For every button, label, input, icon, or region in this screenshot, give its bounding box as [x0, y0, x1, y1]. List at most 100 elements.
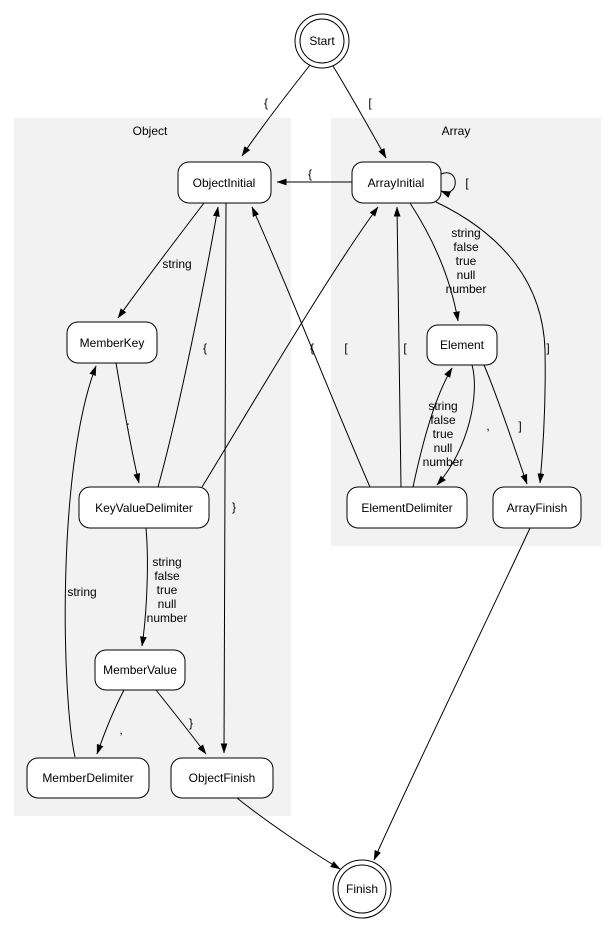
- node-start-label: Start: [309, 34, 335, 48]
- edge-element-delimiter-to-array-initial: [393, 206, 402, 488]
- edge-object-initial-to-member-key: [117, 202, 205, 319]
- edge-key-value-delimiter-to-array-initial: [201, 206, 379, 488]
- node-finish-label: Finish: [346, 882, 378, 896]
- edge-label-line: number: [446, 282, 487, 296]
- edge-label-array-initial-to-array-finish: ]: [546, 341, 549, 355]
- edge-label-array-initial-to-element: string false true null number: [446, 226, 487, 296]
- node-key-value-delimiter: KeyValueDelimiter: [78, 486, 210, 529]
- node-key-value-delimiter-label: KeyValueDelimiter: [95, 501, 193, 515]
- edge-label-line: true: [433, 427, 454, 441]
- node-member-delimiter-box: [26, 757, 150, 799]
- edge-label-line: true: [456, 254, 477, 268]
- edge-label-array-initial-to-object-initial: {: [308, 167, 312, 181]
- edge-label-member-key-to-key-value-delimiter: :: [126, 419, 129, 433]
- edge-object-initial-to-object-finish: [220, 202, 228, 754]
- edge-label-element-delimiter-to-array-initial: [: [403, 341, 407, 355]
- node-start: Start: [294, 13, 350, 69]
- node-array-initial-label: ArrayInitial: [368, 176, 425, 190]
- cluster-object: Object: [14, 118, 291, 816]
- edge-member-value-to-object-finish: [155, 689, 207, 755]
- node-member-value-label: MemberValue: [103, 663, 177, 677]
- node-member-key-label: MemberKey: [80, 336, 145, 350]
- edge-label-line: false: [430, 413, 456, 427]
- edge-label-start-to-object-initial: {: [264, 96, 268, 110]
- edge-label-line: null: [158, 597, 177, 611]
- node-member-delimiter: MemberDelimiter: [26, 757, 150, 799]
- edge-label-line: string: [428, 399, 457, 413]
- edge-label-line: number: [147, 611, 188, 625]
- edge-label-element-delimiter-to-object-initial: {: [310, 341, 314, 355]
- edge-element-to-element-delimiter: [436, 364, 475, 486]
- node-array-initial: ArrayInitial: [351, 161, 442, 204]
- node-key-value-delimiter-box: [78, 486, 210, 529]
- edge-label-element-delimiter-to-element: string false true null number: [423, 399, 464, 469]
- edge-element-to-array-finish: [483, 364, 528, 485]
- edge-array-initial-to-array-finish: [435, 201, 546, 484]
- edge-array-initial-to-element: [409, 202, 460, 322]
- edge-label-line: false: [453, 240, 479, 254]
- edge-label-line: string: [152, 555, 181, 569]
- edge-label-line: true: [157, 583, 178, 597]
- edge-label-element-to-element-delimiter: ,: [486, 419, 489, 433]
- node-element-box: [426, 324, 498, 366]
- edge-key-value-delimiter-to-member-value: [140, 527, 148, 647]
- nodes: Start ObjectInitial ArrayInitial MemberK…: [26, 13, 582, 919]
- node-start-inner-circle: [299, 18, 345, 64]
- node-member-key: MemberKey: [66, 321, 158, 364]
- cluster-object-label: Object: [133, 124, 168, 138]
- node-element: Element: [426, 324, 498, 366]
- edge-label-key-value-delimiter-to-object-initial: {: [203, 341, 207, 355]
- node-object-finish: ObjectFinish: [170, 757, 274, 799]
- edge-member-key-to-key-value-delimiter: [115, 362, 141, 484]
- edge-start-to-object-initial: [241, 64, 311, 157]
- node-object-initial-box: [177, 161, 272, 204]
- node-object-initial-label: ObjectInitial: [193, 176, 256, 190]
- node-member-key-box: [66, 321, 158, 364]
- edge-label-array-initial-self-loop: [: [465, 176, 469, 190]
- node-array-finish-box: [492, 486, 582, 529]
- edge-label-line: false: [154, 569, 180, 583]
- node-member-value-box: [94, 649, 186, 691]
- node-element-delimiter-box: [346, 486, 468, 529]
- edge-label-line: null: [434, 441, 453, 455]
- edge-label-member-delimiter-to-member-key: string: [67, 585, 96, 599]
- node-member-value: MemberValue: [94, 649, 186, 691]
- node-array-initial-box: [351, 161, 442, 204]
- node-object-finish-label: ObjectFinish: [189, 771, 256, 785]
- node-member-delimiter-label: MemberDelimiter: [42, 771, 133, 785]
- node-element-delimiter-label: ElementDelimiter: [361, 501, 452, 515]
- edge-object-finish-to-finish: [236, 797, 341, 870]
- node-object-initial: ObjectInitial: [177, 161, 272, 204]
- node-finish: Finish: [332, 859, 392, 919]
- edge-label-object-initial-to-object-finish: }: [232, 500, 236, 514]
- edge-label-line: number: [423, 455, 464, 469]
- edge-label-object-initial-to-member-key: string: [162, 257, 191, 271]
- node-element-delimiter: ElementDelimiter: [346, 486, 468, 529]
- edge-key-value-delimiter-to-object-initial: [157, 206, 220, 488]
- edge-label-member-value-to-member-delimiter: ,: [119, 723, 122, 737]
- node-element-label: Element: [440, 338, 485, 352]
- edge-label-element-to-array-finish: ]: [518, 419, 521, 433]
- edge-element-delimiter-to-element: [412, 367, 453, 488]
- edge-label-start-to-array-initial: [: [368, 96, 372, 110]
- edge-member-delimiter-to-member-key: [64, 365, 97, 758]
- edge-labels: { [ { [ string } : { [ { [ , } string ] …: [67, 96, 549, 737]
- cluster-object-background: [14, 118, 291, 816]
- node-finish-inner-circle: [337, 864, 387, 914]
- edge-label-line: string: [451, 226, 480, 240]
- edge-element-delimiter-to-object-initial: [251, 206, 371, 488]
- edges: [64, 64, 546, 870]
- edge-member-value-to-member-delimiter: [96, 689, 125, 755]
- edge-label-line: null: [457, 268, 476, 282]
- edge-label-member-value-to-object-finish: }: [189, 716, 193, 730]
- edge-label-key-value-delimiter-to-array-initial: [: [344, 341, 348, 355]
- edge-array-initial-self-loop: [440, 172, 456, 198]
- edge-array-finish-to-finish: [373, 527, 531, 861]
- node-array-finish: ArrayFinish: [492, 486, 582, 529]
- edge-start-to-array-initial: [332, 65, 387, 159]
- node-array-finish-label: ArrayFinish: [507, 501, 568, 515]
- cluster-array-label: Array: [442, 124, 471, 138]
- edge-label-key-value-delimiter-to-member-value: string false true null number: [147, 555, 188, 625]
